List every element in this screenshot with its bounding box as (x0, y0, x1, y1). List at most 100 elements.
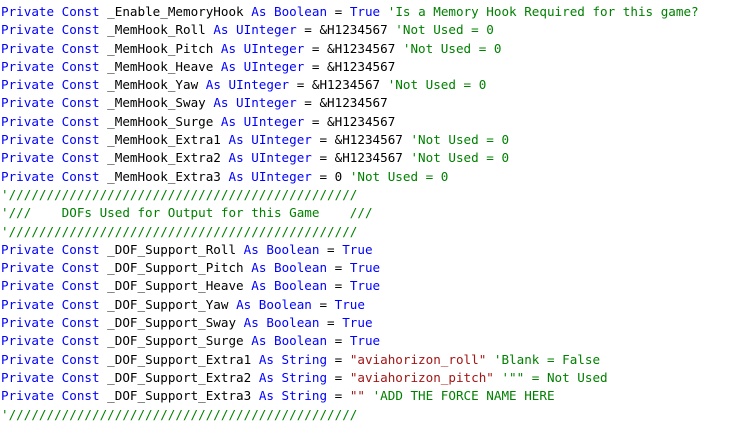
code-comment: 'Blank = False (486, 351, 601, 367)
code-line[interactable]: Private Const _MemHook_Sway As UInteger … (1, 94, 734, 112)
code-line[interactable]: Private Const _DOF_Support_Extra2 As Str… (1, 369, 734, 387)
code-identifier: _DOF_Support_Extra2 (99, 369, 259, 385)
code-keyword: Private Const (1, 296, 100, 312)
code-keyword: Private Const (1, 4, 100, 19)
code-comment: 'Not Used = 0 (395, 22, 494, 38)
code-keyword: As UInteger (228, 150, 312, 166)
code-identifier: _DOF_Support_Extra1 (99, 351, 259, 367)
code-comment: '///////////////////////////////////////… (1, 186, 358, 202)
code-line[interactable]: Private Const _DOF_Support_Heave As Bool… (1, 277, 734, 295)
code-identifier: = (327, 388, 350, 404)
code-line[interactable]: Private Const _MemHook_Extra2 As UIntege… (1, 149, 734, 167)
code-keyword: As Boolean (251, 278, 328, 294)
code-line[interactable]: Private Const _DOF_Support_Roll As Boole… (1, 241, 734, 259)
code-identifier: _DOF_Support_Sway (99, 315, 244, 331)
code-identifier: _MemHook_Pitch (99, 40, 221, 56)
code-keyword: Private Const (1, 333, 100, 349)
code-line[interactable]: Private Const _DOF_Support_Sway As Boole… (1, 314, 734, 332)
code-identifier: _DOF_Support_Extra3 (99, 388, 259, 404)
code-editor[interactable]: Private Const _Enable_MemoryHook As Bool… (1, 3, 734, 424)
code-line[interactable]: '///////////////////////////////////////… (1, 406, 734, 424)
code-keyword: Private Const (1, 168, 100, 184)
code-line[interactable]: Private Const _MemHook_Extra3 As UIntege… (1, 168, 734, 186)
code-keyword: As Boolean (251, 260, 328, 276)
code-identifier: _MemHook_Extra1 (99, 132, 229, 148)
code-line[interactable]: Private Const _Enable_MemoryHook As Bool… (1, 3, 734, 21)
code-identifier: _DOF_Support_Heave (99, 278, 252, 294)
code-identifier: = &H1234567 (311, 150, 411, 166)
code-keyword: Private Const (1, 278, 100, 294)
code-comment: 'Not Used = 0 (410, 150, 510, 166)
code-identifier: _DOF_Support_Yaw (99, 296, 237, 312)
code-identifier: _MemHook_Extra2 (99, 150, 229, 166)
code-identifier: _DOF_Support_Roll (99, 241, 244, 257)
code-line[interactable]: Private Const _MemHook_Roll As UInteger … (1, 21, 734, 39)
code-identifier: = (327, 351, 350, 367)
code-keyword: True (342, 241, 373, 257)
code-keyword: Private Const (1, 22, 100, 38)
code-keyword: As UInteger (205, 77, 290, 93)
code-keyword: True (349, 260, 381, 276)
code-identifier: = 0 (311, 168, 350, 184)
code-keyword: As String (258, 351, 328, 367)
code-keyword: Private Const (1, 351, 100, 367)
code-keyword: As Boolean (236, 296, 312, 312)
code-line[interactable]: Private Const _DOF_Support_Extra3 As Str… (1, 387, 734, 405)
code-keyword: Private Const (1, 388, 100, 404)
code-keyword: As UInteger (220, 40, 305, 56)
code-identifier: _Enable_MemoryHook (99, 4, 252, 19)
code-identifier: = &H1234567 (296, 95, 388, 111)
code-keyword: Private Const (1, 150, 100, 166)
code-line[interactable]: Private Const _DOF_Support_Surge As Bool… (1, 332, 734, 350)
code-keyword: True (349, 278, 381, 294)
code-keyword: As UInteger (213, 95, 297, 111)
code-identifier: = (327, 4, 350, 19)
code-line[interactable]: Private Const _MemHook_Pitch As UInteger… (1, 40, 734, 58)
code-identifier: = (327, 369, 350, 385)
code-identifier: _MemHook_Extra3 (99, 168, 229, 184)
code-line[interactable]: Private Const _DOF_Support_Yaw As Boolea… (1, 296, 734, 314)
code-comment: 'Not Used = 0 (410, 132, 510, 148)
code-keyword: Private Const (1, 132, 100, 148)
code-keyword: Private Const (1, 58, 100, 74)
code-keyword: As String (258, 388, 328, 404)
code-identifier: = (327, 260, 350, 276)
code-line[interactable]: Private Const _MemHook_Extra1 As UIntege… (1, 131, 734, 149)
code-identifier: = &H1234567 (304, 113, 396, 129)
code-keyword: As Boolean (243, 241, 320, 257)
code-identifier: = &H1234567 (304, 58, 396, 74)
code-comment: '///////////////////////////////////////… (1, 223, 358, 239)
code-keyword: True (349, 333, 381, 349)
code-identifier: = (319, 315, 343, 331)
code-keyword: As Boolean (251, 333, 328, 349)
code-line[interactable]: Private Const _MemHook_Yaw As UInteger =… (1, 76, 734, 94)
code-comment: 'Is a Memory Hook Required for this game… (380, 4, 699, 19)
code-line[interactable]: Private Const _MemHook_Surge As UInteger… (1, 113, 734, 131)
code-keyword: As UInteger (213, 22, 297, 38)
code-line[interactable]: '/// DOFs Used for Output for this Game … (1, 204, 734, 222)
code-identifier: = (327, 278, 350, 294)
code-comment: 'Not Used = 0 (387, 77, 487, 93)
code-identifier: _DOF_Support_Pitch (99, 260, 252, 276)
code-comment: '/// DOFs Used for Output for this Game … (1, 205, 373, 221)
code-identifier: = &H1234567 (311, 132, 411, 148)
code-string: "" (349, 388, 365, 404)
code-identifier: = &H1234567 (296, 22, 396, 38)
code-identifier: _DOF_Support_Surge (99, 333, 252, 349)
code-line[interactable]: '///////////////////////////////////////… (1, 223, 734, 241)
code-keyword: Private Const (1, 315, 100, 331)
code-comment: 'Not Used = 0 (349, 168, 449, 184)
code-line[interactable]: Private Const _DOF_Support_Pitch As Bool… (1, 259, 734, 277)
code-identifier: = (319, 241, 343, 257)
code-line[interactable]: '///////////////////////////////////////… (1, 186, 734, 204)
code-keyword: Private Const (1, 241, 100, 257)
code-keyword: As UInteger (220, 58, 305, 74)
code-string: "aviahorizon_roll" (349, 351, 487, 367)
code-keyword: Private Const (1, 95, 100, 111)
code-keyword: As UInteger (228, 168, 312, 184)
code-keyword: As UInteger (228, 132, 312, 148)
code-keyword: True (334, 296, 365, 312)
code-line[interactable]: Private Const _DOF_Support_Extra1 As Str… (1, 351, 734, 369)
code-line[interactable]: Private Const _MemHook_Heave As UInteger… (1, 58, 734, 76)
code-identifier: _MemHook_Surge (99, 113, 221, 129)
